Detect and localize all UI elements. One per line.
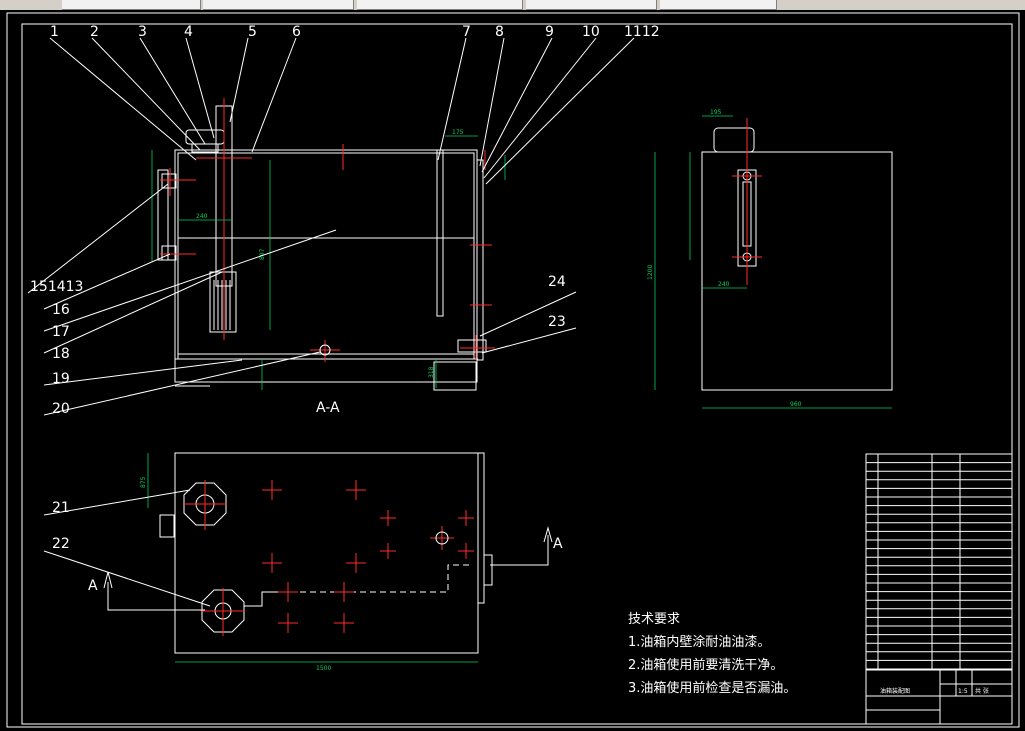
- dim-318: 318: [428, 366, 435, 378]
- part-number-labels: 1 2 3 4 5 6 7 8 9 10 1112 151413 16 17 1…: [30, 24, 660, 552]
- dim-side-height: 1200: [647, 265, 654, 280]
- top-view: 1500 875: [140, 452, 493, 672]
- toolbar-tab[interactable]: [203, 0, 354, 10]
- part-label: 1: [50, 24, 59, 40]
- tech-req-item: 2.油箱使用前要清洗干净。: [628, 657, 783, 673]
- part-label: 10: [582, 24, 600, 40]
- section-arrow-label: A: [553, 536, 563, 552]
- cad-drawing[interactable]: 897 240 175 318 1 2 3 4 5 6 7 8 9: [0, 10, 1025, 731]
- section-label: A-A: [316, 400, 340, 416]
- part-label: 23: [548, 314, 566, 330]
- dim-inner-height: 897: [259, 248, 266, 260]
- dim-side-width: 960: [790, 401, 802, 408]
- dim-175: 175: [452, 129, 464, 136]
- toolbar-tab[interactable]: [660, 0, 777, 10]
- part-label: 1112: [624, 24, 660, 40]
- dim-tank-width: 1500: [316, 665, 331, 672]
- toolbar-tab[interactable]: [357, 0, 523, 10]
- part-label: 7: [462, 24, 471, 40]
- drawing-scale: 1:5: [958, 688, 968, 695]
- part-label: 4: [184, 24, 193, 40]
- part-label: 6: [292, 24, 301, 40]
- outer-frame: [6, 12, 1020, 728]
- inner-frame: [21, 23, 1013, 725]
- dim-depth: 875: [140, 476, 147, 488]
- tech-req-item: 3.油箱使用前检查是否漏油。: [628, 680, 796, 696]
- parts-list-table: 油箱装配图 1:5 共 张: [865, 453, 1013, 725]
- dim-240-b: 240: [718, 281, 730, 288]
- drawing-sheet: 共 张: [975, 687, 989, 695]
- toolbar-tab[interactable]: [62, 0, 201, 10]
- part-label: 20: [52, 401, 70, 417]
- leader-lines: [27, 37, 635, 416]
- part-label: 19: [52, 371, 70, 387]
- tech-req-item: 1.油箱内壁涂耐油油漆。: [628, 634, 770, 650]
- part-label: 2: [90, 24, 99, 40]
- part-label: 16: [52, 302, 70, 318]
- dim-195: 195: [710, 109, 722, 116]
- part-label: 3: [138, 24, 147, 40]
- part-label: 151413: [30, 279, 83, 295]
- part-label: 8: [495, 24, 504, 40]
- section-arrows: A A: [43, 489, 563, 611]
- part-label: 18: [52, 346, 70, 362]
- section-view: 897 240 175 318: [151, 98, 506, 391]
- part-label: 17: [52, 324, 70, 340]
- side-view: 1200 960 240 195: [647, 109, 893, 409]
- tech-req-title: 技术要求: [628, 612, 680, 627]
- part-label: 9: [545, 24, 554, 40]
- part-label: 22: [52, 536, 70, 552]
- mounting-holes: [183, 480, 474, 636]
- part-label: 24: [548, 274, 566, 290]
- window-toolbar: [0, 0, 1025, 10]
- section-arrow-label: A: [88, 578, 98, 594]
- toolbar-tab[interactable]: [526, 0, 657, 10]
- dim-240-a: 240: [196, 213, 208, 220]
- part-label: 21: [52, 500, 70, 516]
- tech-requirements: 技术要求 1.油箱内壁涂耐油油漆。 2.油箱使用前要清洗干净。 3.油箱使用前检…: [628, 612, 796, 696]
- drawing-name: 油箱装配图: [880, 687, 910, 695]
- part-label: 5: [248, 24, 257, 40]
